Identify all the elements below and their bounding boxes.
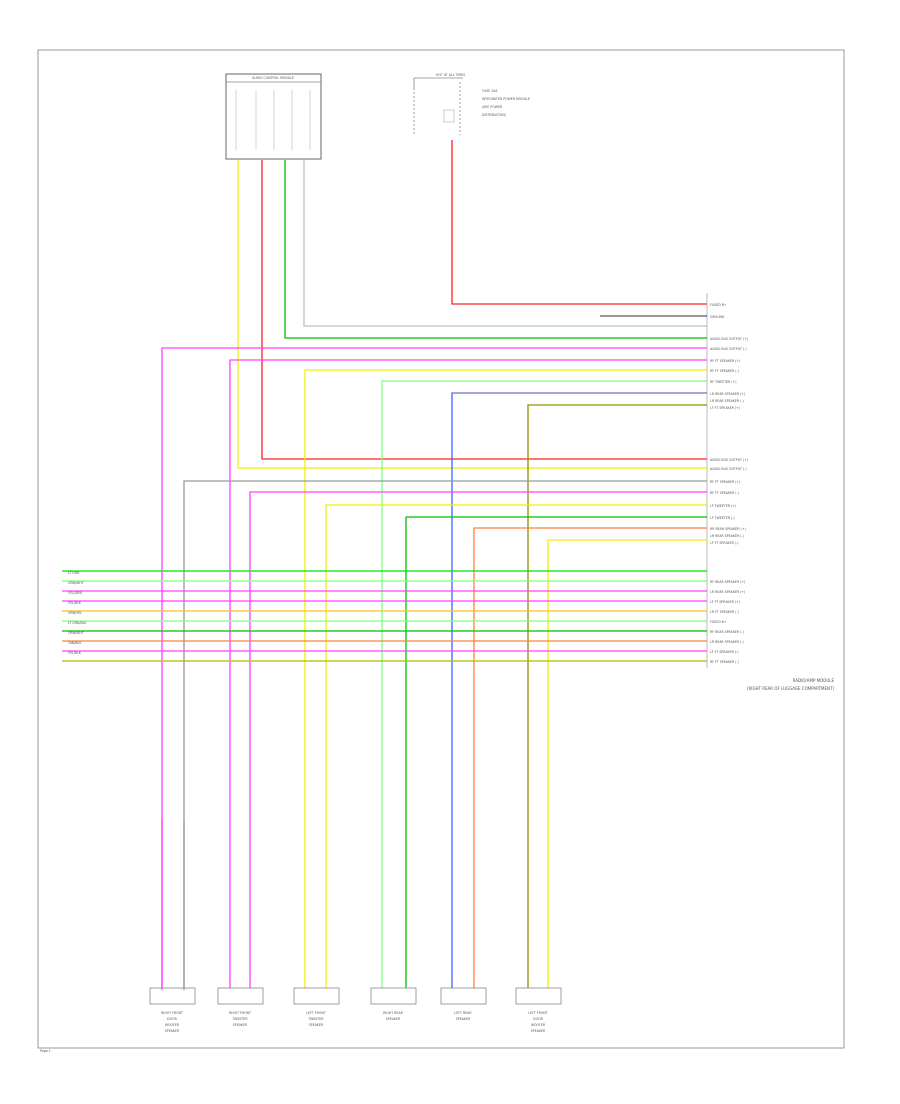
fuse-block: HOT AT ALL TIMES FUSE 20A INTEGRATED POW… — [413, 73, 530, 135]
wire-rf-woofer-neg — [183, 480, 707, 990]
wire-top-4 — [303, 160, 707, 327]
top-connector: AUDIO CONTROL MODULE — [225, 73, 322, 160]
pin-b-2: RF FT SPEAKER (+) — [710, 480, 740, 484]
pin-a-2: AUDIO BUS OUTPUT (+) — [710, 337, 748, 341]
speaker-3-label-0: RIGHT REAR — [383, 1011, 403, 1015]
pin-a-9: LF FT SPEAKER (+) — [710, 406, 740, 410]
speaker-1: RIGHT FRONT TWEETER SPEAKER — [217, 987, 264, 1027]
pin-c-4: FUSED B+ — [710, 620, 727, 624]
pin-b-5: LF TWEETER (-) — [710, 516, 735, 520]
fuse-line-2: INTEGRATED POWER MODULE — [482, 97, 530, 101]
wire-colors-group-c: LT GRN GRN/WHT YEL/GRN YEL/BLK GRN/YEL L… — [67, 571, 87, 655]
wire-harness — [62, 140, 707, 990]
pin-b-6: RR REAR SPEAKER (+) — [710, 527, 746, 531]
wire-rf-tweeter-pos — [229, 359, 707, 990]
speaker-0-label-2: WOOFER — [165, 1023, 180, 1027]
pin-a-1: GROUND — [710, 315, 725, 319]
pin-a-4: RF FT SPEAKER (+) — [710, 359, 740, 363]
pin-c-1: LR REAR SPEAKER (+) — [710, 590, 745, 594]
speaker-0-label-0: RIGHT FRONT — [161, 1011, 183, 1015]
pins-group-c: RF REAR SPEAKER (+) LR REAR SPEAKER (+) … — [710, 580, 745, 664]
pin-b-1: AUDIO BUS OUTPUT (-) — [710, 467, 747, 471]
pin-c-7: LF FT SPEAKER (-) — [710, 650, 738, 654]
speaker-1-label-0: RIGHT FRONT — [229, 1011, 251, 1015]
pin-c-8: RF FT SPEAKER (-) — [710, 660, 739, 664]
speaker-2-label-1: TWEETER — [307, 1017, 324, 1021]
pin-b-8: LF FT SPEAKER (-) — [710, 541, 738, 545]
wire-top-1 — [237, 160, 707, 469]
wire-color-c-5: LT GRN/BLK — [68, 621, 87, 625]
wire-rf-tweeter-neg — [249, 491, 707, 990]
wire-lf-woofer-pos — [527, 404, 707, 990]
fuse-line-1: FUSE 20A — [482, 89, 498, 93]
pin-a-8: LR REAR SPEAKER (-) — [710, 399, 744, 403]
pins-group-a: FUSED B+ GROUND AUDIO BUS OUTPUT (+) AUD… — [710, 303, 748, 410]
wire-lf-tweeter-pos — [304, 369, 707, 990]
amp-module-location: (RIGHT REAR OF LUGGAGE COMPARTMENT) — [747, 686, 835, 691]
wire-lf-tweeter-neg — [325, 504, 707, 990]
speaker-2-label-2: SPEAKER — [309, 1023, 324, 1027]
wire-rr-neg — [405, 516, 707, 990]
page-number: Page 1 — [40, 1049, 51, 1053]
pin-b-3: RF FT SPEAKER (-) — [710, 491, 739, 495]
speaker-5-label-1: DOOR — [533, 1017, 543, 1021]
speaker-0-label-3: SPEAKER — [165, 1029, 180, 1033]
wire-lr-neg — [473, 527, 707, 990]
fuse-line-0: HOT AT ALL TIMES — [436, 73, 465, 77]
speaker-1-label-1: TWEETER — [231, 1017, 248, 1021]
pin-a-3: AUDIO BUS OUTPUT (-) — [710, 347, 747, 351]
wire-color-c-4: GRN/YEL — [68, 611, 82, 615]
amp-module-name: RADIO/AMP MODULE — [793, 678, 835, 683]
diagram-frame — [37, 49, 845, 1049]
pin-c-5: RF REAR SPEAKER (-) — [710, 630, 744, 634]
top-connector-name: AUDIO CONTROL MODULE — [252, 76, 294, 80]
speaker-5-label-0: LEFT FRONT — [528, 1011, 547, 1015]
wire-lr-pos — [451, 392, 707, 990]
pin-a-0: FUSED B+ — [710, 303, 727, 307]
wire-top-2 — [261, 160, 707, 460]
fuse-line-4: DISTRIBUTION) — [482, 113, 506, 117]
speaker-4: LEFT REAR SPEAKER — [440, 987, 487, 1021]
pin-c-0: RF REAR SPEAKER (+) — [710, 580, 745, 584]
speaker-5: LEFT FRONT DOOR WOOFER SPEAKER — [515, 987, 562, 1033]
pin-b-7: LR REAR SPEAKER (-) — [710, 534, 744, 538]
speaker-1-label-2: SPEAKER — [233, 1023, 248, 1027]
pin-c-2: LF FT SPEAKER (+) — [710, 600, 740, 604]
speaker-3: RIGHT REAR SPEAKER — [370, 987, 417, 1021]
pin-c-3: LR FT SPEAKER (-) — [710, 610, 739, 614]
speaker-4-label-1: SPEAKER — [456, 1017, 471, 1021]
wire-color-c-0: LT GRN — [68, 571, 80, 575]
pins-group-b: AUDIO BUS OUTPUT (+) AUDIO BUS OUTPUT (-… — [710, 458, 748, 545]
wire-color-c-3: YEL/BLK — [68, 601, 82, 605]
wire-color-c-6: ORN/WHT — [68, 631, 84, 635]
pin-a-6: RF TWEETER (+) — [710, 380, 737, 384]
speaker-5-label-2: WOOFER — [531, 1023, 546, 1027]
speaker-2-label-0: LEFT FRONT — [306, 1011, 325, 1015]
pin-c-6: LR REAR SPEAKER (-) — [710, 640, 744, 644]
wire-color-c-8: YEL/BLK — [68, 651, 82, 655]
wire-color-c-2: YEL/GRN — [68, 591, 82, 595]
wire-rf-woofer-pos — [161, 347, 707, 990]
speaker-0-label-1: DOOR — [167, 1017, 177, 1021]
speaker-3-label-1: SPEAKER — [386, 1017, 401, 1021]
speaker-4-label-0: LEFT REAR — [454, 1011, 472, 1015]
pin-b-4: LF TWEETER (+) — [710, 504, 736, 508]
speaker-5-label-3: SPEAKER — [531, 1029, 546, 1033]
speaker-0: RIGHT FRONT DOOR WOOFER SPEAKER — [149, 820, 196, 1033]
fuse-line-3: (SEE POWER — [482, 105, 503, 109]
wire-fused-bplus — [451, 140, 707, 305]
wire-lf-woofer-neg — [547, 539, 707, 990]
pin-a-5: RF FT SPEAKER (-) — [710, 369, 739, 373]
pin-a-7: LR REAR SPEAKER (+) — [710, 392, 745, 396]
wire-top-3 — [284, 160, 707, 339]
wire-color-c-1: GRN/WHT — [68, 581, 84, 585]
pin-b-0: AUDIO BUS OUTPUT (+) — [710, 458, 748, 462]
wire-rr-pos — [381, 380, 707, 990]
wire-color-c-7: TAN/BLK — [67, 641, 82, 645]
speaker-2: LEFT FRONT TWEETER SPEAKER — [293, 987, 340, 1027]
